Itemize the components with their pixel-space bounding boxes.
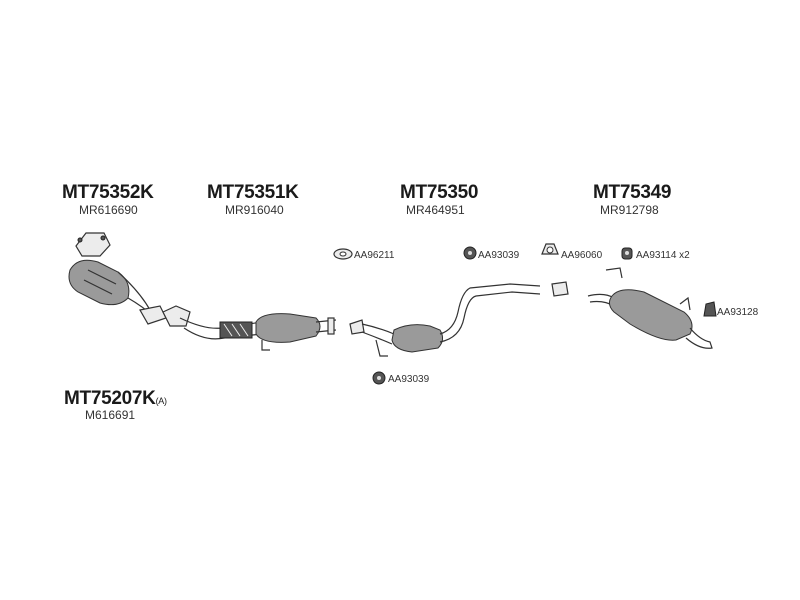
part-code-rear-silencer: MT75349 — [593, 182, 672, 203]
rear-silencer-part — [587, 267, 713, 349]
hanger-icon — [621, 247, 633, 260]
oem-number-middle-silencer: MR464951 — [406, 203, 465, 217]
front-pipe-part — [68, 232, 167, 325]
part-code-manifold-catalyst-suffix: (A) — [155, 396, 167, 406]
mount-icon — [703, 301, 717, 317]
accessory-label-gasket-2: AA96060 — [561, 250, 603, 261]
part-code-manifold-catalyst: MT75207K(A) — [64, 388, 167, 410]
part-code-manifold-catalyst-text: MT75207K — [64, 388, 156, 409]
accessory-label-gasket-1: AA96211 — [354, 250, 395, 261]
oem-number-catalyst: MR916040 — [225, 203, 284, 217]
accessory-label-hanger-3: AA93039 — [388, 374, 430, 385]
rubber-hanger-icon — [372, 371, 386, 385]
part-code-catalyst: MT75351K — [207, 182, 299, 203]
oem-number-manifold-catalyst: M616691 — [85, 408, 136, 422]
oem-number-rear-silencer: MR912798 — [600, 203, 659, 217]
accessory-label-hanger-2: AA93114 x2 — [636, 250, 690, 261]
part-code-middle-silencer: MT75350 — [400, 182, 479, 203]
part-code-front-pipe: MT75352K — [62, 182, 154, 203]
accessory-label-mount: AA93128 — [717, 307, 759, 318]
oem-number-front-pipe: MR616690 — [79, 203, 138, 217]
catalyst-part — [162, 305, 337, 351]
rubber-hanger-icon — [463, 246, 477, 260]
accessory-label-hanger-1: AA93039 — [478, 250, 520, 261]
middle-silencer-part — [349, 281, 569, 357]
gasket-icon — [541, 243, 559, 255]
gasket-icon — [333, 248, 353, 260]
